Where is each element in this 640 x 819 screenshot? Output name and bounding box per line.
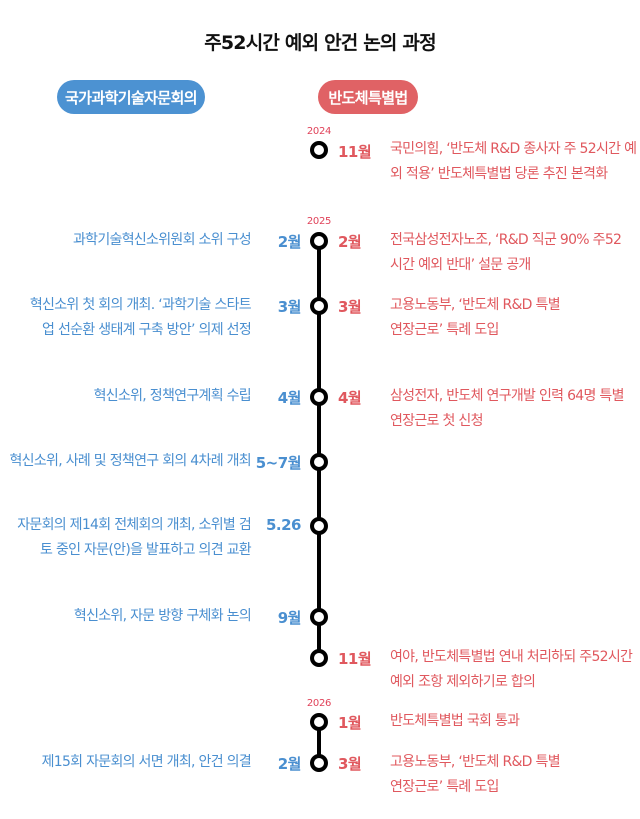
timeline-dot-icon bbox=[310, 608, 328, 626]
event-month-right: 11월 bbox=[338, 143, 372, 161]
event-text-right: 고용노동부, ‘반도체 R&D 특별연장근로’ 특례 도입 bbox=[390, 297, 561, 338]
timeline-dot-icon bbox=[310, 453, 328, 471]
event-month-left: 2월 bbox=[277, 755, 302, 773]
year-label-2025: 2025 bbox=[306, 216, 332, 227]
event-text-left: 혁신소위, 정책연구계획 수립 bbox=[93, 388, 252, 404]
event-month-left: 5~7월 bbox=[255, 454, 302, 472]
event-text-left: 자문회의 제14회 전체회의 개최, 소위별 검토 중인 자문(안)을 발표하고… bbox=[17, 517, 251, 558]
event-text-right: 국민의힘, ‘반도체 R&D 종사자 주 52시간 예외 적용’ 반도체특별법 … bbox=[390, 141, 637, 182]
event-text-right: 전국삼성전자노조, ‘R&D 직군 90% 주52시간 예외 반대’ 설문 공개 bbox=[390, 232, 622, 273]
timeline-dot-icon bbox=[310, 388, 328, 406]
timeline-line-2025 bbox=[317, 241, 321, 659]
timeline-dot-icon bbox=[310, 649, 328, 667]
timeline-dot-icon bbox=[310, 754, 328, 772]
event-text-right: 반도체특별법 국회 통과 bbox=[390, 713, 520, 729]
event-month-right: 3월 bbox=[338, 755, 362, 773]
timeline-line-2026 bbox=[317, 722, 321, 763]
column-header-semiconductor-act: 반도체특별법 bbox=[318, 80, 418, 114]
page-title: 주52시간 예외 안건 논의 과정 bbox=[204, 32, 436, 54]
event-month-left: 2월 bbox=[277, 233, 302, 251]
timeline-dot-icon bbox=[310, 232, 328, 250]
timeline-dot-icon bbox=[310, 141, 328, 159]
event-text-right: 고용노동부, ‘반도체 R&D 특별연장근로’ 특례 도입 bbox=[390, 754, 561, 795]
event-text-left: 과학기술혁신소위원회 소위 구성 bbox=[72, 232, 252, 248]
event-month-left: 4월 bbox=[277, 389, 302, 407]
event-month-right: 2월 bbox=[338, 233, 362, 251]
column-header-advisory-council: 국가과학기술자문회의 bbox=[57, 80, 205, 114]
year-label-2026: 2026 bbox=[306, 698, 332, 709]
event-text-right: 여야, 반도체특별법 연내 처리하되 주52시간 예외 조항 제외하기로 합의 bbox=[390, 649, 633, 690]
timeline-dot-icon bbox=[310, 297, 328, 315]
event-text-left: 혁신소위 첫 회의 개최. ‘과학기술 스타트업 선순환 생태계 구축 방안’ … bbox=[29, 297, 252, 338]
event-month-left: 5.26 bbox=[265, 516, 302, 534]
event-month-right: 3월 bbox=[338, 298, 362, 316]
event-month-right: 11월 bbox=[338, 650, 372, 668]
event-text-left: 제15회 자문회의 서면 개최, 안건 의결 bbox=[41, 754, 252, 770]
event-text-left: 혁신소위, 사례 및 정책연구 회의 4차례 개최 bbox=[9, 453, 251, 469]
event-month-left: 3월 bbox=[277, 298, 302, 316]
year-label-2024: 2024 bbox=[306, 126, 332, 137]
event-text-left: 혁신소위, 자문 방향 구체화 논의 bbox=[73, 608, 252, 624]
event-text-right: 삼성전자, 반도체 연구개발 인력 64명 특별연장근로 첫 신청 bbox=[390, 388, 624, 429]
event-month-left: 9월 bbox=[277, 609, 302, 627]
timeline-dot-icon bbox=[310, 517, 328, 535]
event-month-right: 4월 bbox=[338, 389, 362, 407]
timeline-dot-icon bbox=[310, 713, 328, 731]
event-month-right: 1월 bbox=[338, 714, 362, 732]
